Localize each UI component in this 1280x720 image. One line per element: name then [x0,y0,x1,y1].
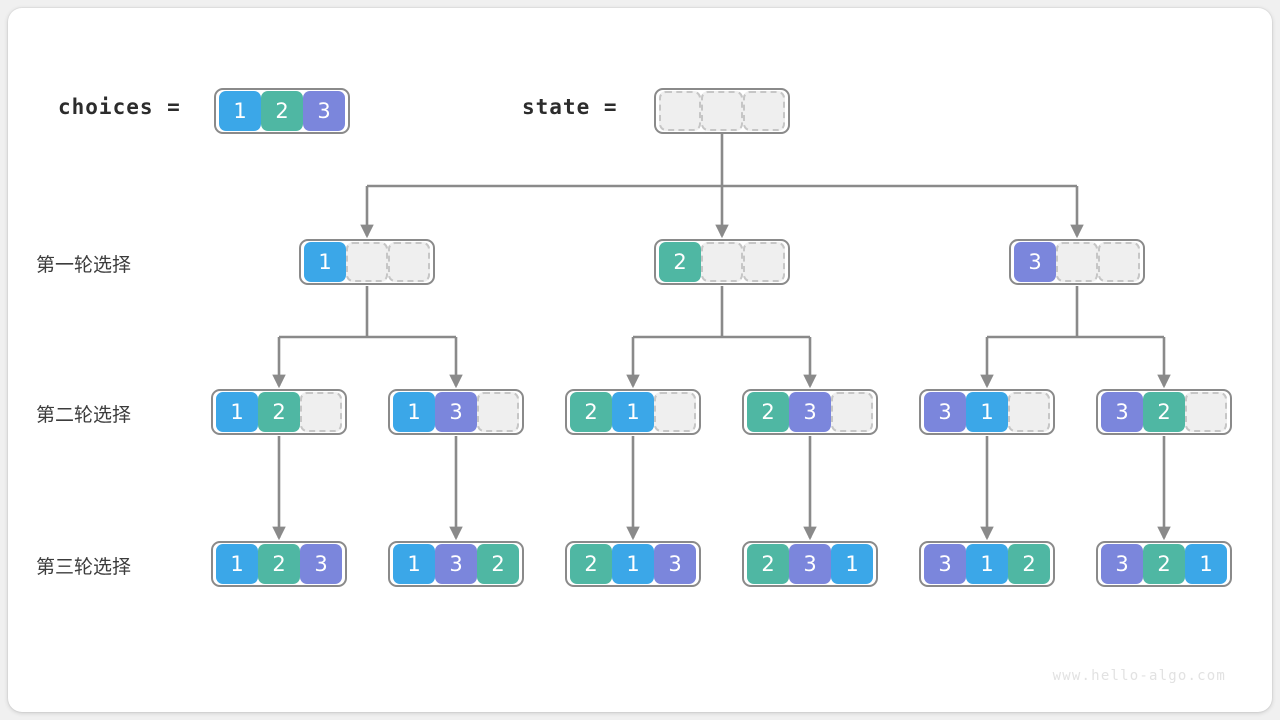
node-n2-cell-2 [743,242,785,282]
row-label-level2: 第二轮选择 [36,404,132,426]
node-n321-cell-2: 1 [1185,544,1227,584]
node-n2-cell-0: 2 [659,242,701,282]
node-n32-cell-0: 3 [1101,392,1143,432]
node-n111-cell-1: 2 [258,544,300,584]
node-n311-cell-1: 1 [966,544,1008,584]
node-n111-cell-0: 1 [216,544,258,584]
node-n32-cell-2 [1185,392,1227,432]
node-n1-cell-0: 1 [304,242,346,282]
node-n22-cell-2 [831,392,873,432]
node-n3: 3 [1009,239,1145,285]
node-n12-cell-1: 3 [435,392,477,432]
node-n221-cell-2: 1 [831,544,873,584]
node-n211-cell-2: 3 [654,544,696,584]
node-n1-cell-1 [346,242,388,282]
row-label-level3: 第三轮选择 [36,556,132,578]
node-n31-cell-2 [1008,392,1050,432]
state-cell-2 [743,91,785,131]
choices-cell-2: 3 [303,91,345,131]
choices-cell-0: 1 [219,91,261,131]
state-cell-1 [701,91,743,131]
choices-label: choices = [58,95,181,119]
node-n12-cell-0: 1 [393,392,435,432]
state-cell-0 [659,91,701,131]
state-label: state = [522,95,618,119]
node-n2-cell-1 [701,242,743,282]
node-n31-cell-1: 1 [966,392,1008,432]
node-n211-cell-0: 2 [570,544,612,584]
node-n2: 2 [654,239,790,285]
node-n21-cell-2 [654,392,696,432]
watermark: www.hello-algo.com [1052,668,1226,684]
node-n21-cell-0: 2 [570,392,612,432]
choices-cell-1: 2 [261,91,303,131]
node-n311-cell-2: 2 [1008,544,1050,584]
node-n321-cell-0: 3 [1101,544,1143,584]
node-n121-cell-1: 3 [435,544,477,584]
node-n221-cell-1: 3 [789,544,831,584]
node-n22-cell-0: 2 [747,392,789,432]
node-n31-cell-0: 3 [924,392,966,432]
node-n311-cell-0: 3 [924,544,966,584]
node-n1: 1 [299,239,435,285]
diagram-card [8,8,1272,712]
node-n11-cell-0: 1 [216,392,258,432]
node-n3-cell-1 [1056,242,1098,282]
node-n211-cell-1: 1 [612,544,654,584]
node-n121-cell-2: 2 [477,544,519,584]
node-n11-cell-2 [300,392,342,432]
node-n1-cell-2 [388,242,430,282]
node-n121-cell-0: 1 [393,544,435,584]
node-n32-cell-1: 2 [1143,392,1185,432]
row-label-level1: 第一轮选择 [36,254,132,276]
node-n22-cell-1: 3 [789,392,831,432]
node-n21-cell-1: 1 [612,392,654,432]
node-n111-cell-2: 3 [300,544,342,584]
node-n321-cell-1: 2 [1143,544,1185,584]
node-n12-cell-2 [477,392,519,432]
node-n3-cell-0: 3 [1014,242,1056,282]
node-n11-cell-1: 2 [258,392,300,432]
node-n3-cell-2 [1098,242,1140,282]
node-n221-cell-0: 2 [747,544,789,584]
state-array [654,88,790,134]
